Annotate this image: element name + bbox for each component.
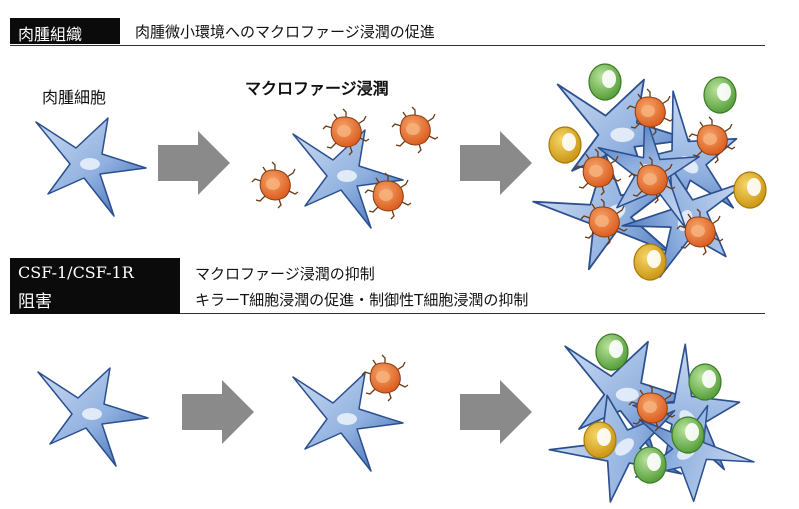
tumor-microenvironment-treated: [545, 333, 768, 509]
arrow-right-icon: [182, 380, 254, 444]
killer-t-cell-icon: [588, 63, 622, 101]
macrophage-icon: [391, 106, 439, 154]
regulatory-t-cell-icon: [548, 126, 582, 164]
regulatory-t-cell-icon: [633, 243, 667, 281]
section2-heading-line1: マクロファージ浸潤の抑制: [195, 265, 375, 283]
arrow-right-icon: [460, 131, 532, 195]
sarcoma-cell-icon: [37, 367, 149, 467]
sarcoma-cell-icon: [35, 117, 147, 217]
macrophage-icon: [361, 354, 409, 402]
killer-t-cell-icon: [595, 333, 629, 371]
tumor-microenvironment-dense: [529, 63, 770, 301]
section2-tag-line1: CSF-1/CSF-1R: [18, 263, 134, 282]
sarcoma-cell-label: 肉腫細胞: [42, 88, 107, 107]
section2-tag-line2: 阻害: [18, 292, 52, 312]
macrophage-infiltration-label: マクロファージ浸潤: [245, 79, 389, 98]
section2-tag: CSF-1/CSF-1R 阻害: [10, 258, 180, 314]
regulatory-t-cell-icon: [733, 171, 767, 209]
section1-divider: [10, 45, 765, 46]
arrow-right-icon: [460, 380, 532, 444]
section1-tag: 肉腫組織: [10, 18, 120, 44]
section1-heading: 肉腫微小環境へのマクロファージ浸潤の促進: [135, 23, 435, 41]
arrow-right-icon: [158, 131, 230, 195]
macrophage-icon: [251, 161, 299, 209]
killer-t-cell-icon: [671, 416, 705, 454]
regulatory-t-cell-icon: [583, 421, 617, 459]
killer-t-cell-icon: [688, 363, 722, 401]
killer-t-cell-icon: [633, 446, 667, 484]
killer-t-cell-icon: [703, 76, 737, 114]
section2-divider: [180, 313, 765, 314]
section2-heading-line2: キラーT細胞浸潤の促進・制御性T細胞浸潤の抑制: [195, 291, 529, 309]
section1-tag-text: 肉腫組織: [18, 25, 83, 44]
